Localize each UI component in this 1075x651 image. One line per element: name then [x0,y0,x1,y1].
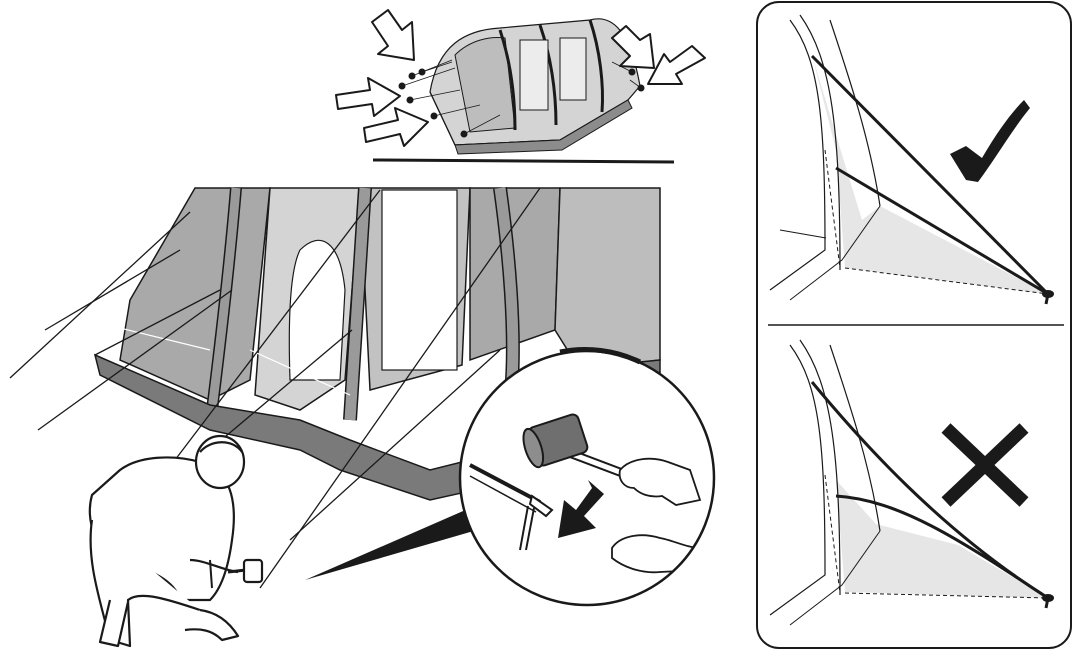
arrow-icon [336,78,400,116]
head [196,436,244,488]
arrow-icon [648,46,705,84]
zoom-pointer [305,508,477,580]
main-scene [10,188,714,646]
overview-illustration [336,10,705,162]
zoom-detail [460,350,714,605]
small-mallet-icon [228,560,262,582]
arrow-icon [372,10,414,60]
divider-line [373,160,674,162]
comparison-panel [757,2,1071,648]
kneeling-person [90,436,262,646]
